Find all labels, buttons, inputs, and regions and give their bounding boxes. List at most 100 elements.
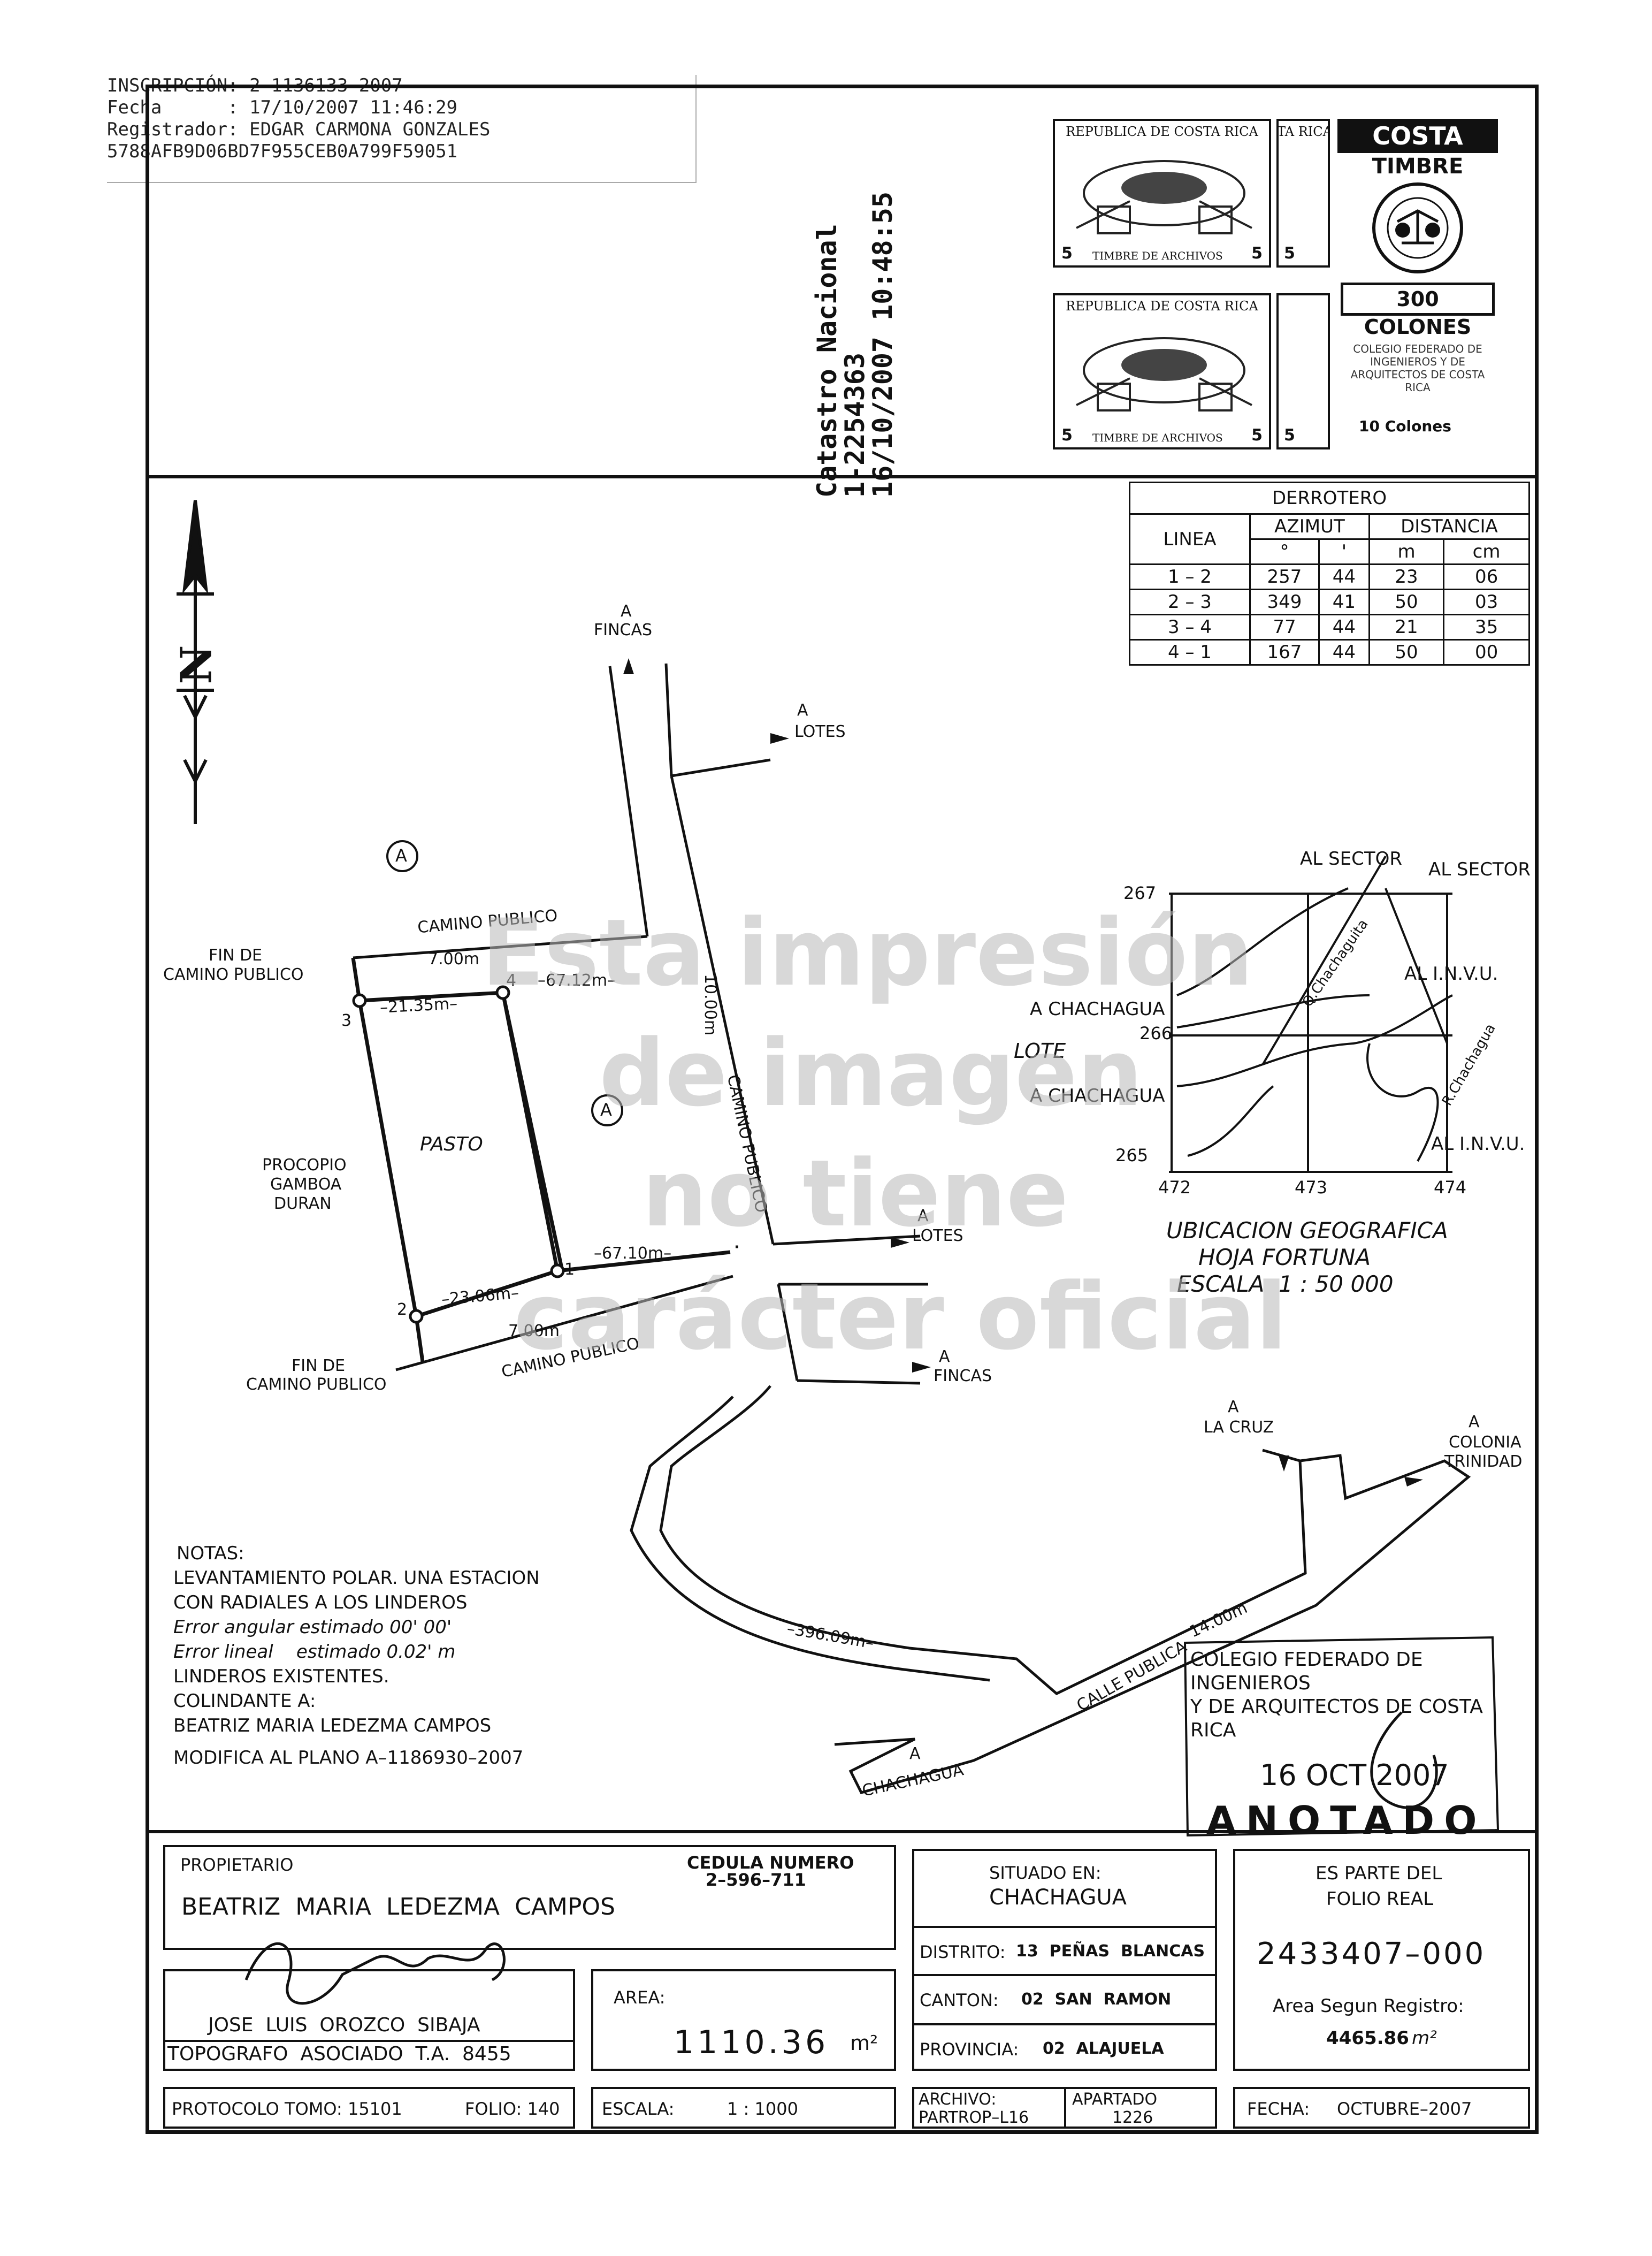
arrows-icon [623,658,1423,1487]
area-box: AREA: 1110.36 m² [591,1969,896,2071]
dist-6712: –67.12m– [538,971,616,990]
unit-min: ' [1318,538,1370,565]
derrotero-title: DERROTERO [1129,482,1530,515]
timbre-300-stamp: COSTA RICA TIMBRE 300 COLONES [1337,119,1498,339]
unit-cm: cm [1443,538,1530,565]
anotado-stamp-border [1183,1636,1500,1837]
min-cell: 44 [1318,639,1370,666]
corner-points [352,985,565,1324]
archive-building-illustration [1076,160,1252,234]
colegio-small-print: COLEGIO FEDERADO DE INGENIEROS Y DE ARQU… [1350,342,1485,394]
registry-registrador: Registrador: EDGAR CARMONA GONZALES [107,119,491,140]
stamp2-five-right: 5 [1251,426,1263,445]
watermark-line: carácter oficial [514,1263,1288,1370]
procopio-2: GAMBOA [270,1175,342,1194]
a-la-cruz-a: A [1228,1398,1239,1416]
plan-frame [146,85,1539,2134]
registro-nacional-seal [1372,182,1463,273]
header-divider [146,475,1539,478]
distrito-value: 13 PEÑAS BLANCAS [1016,1942,1205,1961]
deg-cell: 167 [1249,639,1320,666]
m-cell: 50 [1368,589,1445,615]
timbre-300-value: 300 COLONES [1341,283,1495,339]
folio-label-2: FOLIO REAL [1326,1888,1434,1910]
point-4: 4 [506,971,517,990]
road-network [353,663,1471,1794]
procopio-1: PROCOPIO [262,1156,347,1175]
propietario-name: BEATRIZ MARIA LEDEZMA CAMPOS [181,1893,615,1920]
archivo-value: PARTROP–L16 [919,2108,1029,2127]
linea-cell: 3 – 4 [1129,614,1251,641]
a-colonia-2: TRINIDAD [1444,1452,1523,1471]
protocolo-tomo: PROTOCOLO TOMO: 15101 [172,2099,402,2119]
apartado-value: 1226 [1112,2108,1153,2127]
folio-label-1: ES PARTE DEL [1316,1863,1442,1884]
unit-m: m [1368,538,1445,565]
notes-block: NOTAS: LEVANTAMIENTO POLAR. UNA ESTACION… [160,1541,540,1770]
stamp-timbre-archivos: TIMBRE DE ARCHIVOS [1092,249,1223,262]
note-item: CON RADIALES A LOS LINDEROS [173,1592,468,1613]
fecha-label: FECHA: [1247,2099,1310,2119]
deg-cell: 349 [1249,589,1320,615]
situado-label: SITUADO EN: [989,1863,1102,1883]
note-item: LINDEROS EXISTENTES. [173,1666,389,1687]
fin-camino-bottom-2: CAMINO PUBLICO [246,1375,387,1394]
situado-value: CHACHAGUA [989,1885,1127,1910]
topografo-box: JOSE LUIS OROZCO SIBAJA TOPOGRAFO ASOCIA… [163,1969,575,2071]
linea-cell: 1 – 2 [1129,563,1251,590]
escala-box: ESCALA: 1 : 1000 [591,2087,896,2129]
timbre-archivos-stamp: REPUBLICA DE COSTA RICA 5 TIMBRE DE ARCH… [1053,119,1271,268]
al-sector-2: AL SECTOR [1428,859,1531,880]
area-label: AREA: [614,1987,666,2008]
note-item: MODIFICA AL PLANO A–1186930–2007 [173,1747,524,1769]
stamp2-partial-five: 5 [1284,426,1295,445]
min-cell: 44 [1318,614,1370,641]
grid-x-473: 473 [1295,1177,1328,1198]
a-fincas-top: FINCAS [594,621,653,639]
unit-deg: ° [1249,538,1320,565]
timbre-archivos-stamp-2-partial: 5 [1276,293,1330,449]
provincia-value: 02 ALAJUELA [1043,2039,1164,2058]
fin-camino-top-2: CAMINO PUBLICO [163,965,304,984]
fin-camino-bottom-1: FIN DE [292,1356,346,1375]
a-fincas-top-a: A [621,602,632,621]
topografo-divider [165,2040,573,2042]
stamp-five-left: 5 [1061,244,1073,263]
location-map [1169,855,1453,1173]
watermark-line: de imagen [599,1019,1143,1127]
north-label: N [171,645,221,684]
ubicacion-hoja: HOJA FORTUNA [1198,1244,1371,1270]
stamp-five-right: 5 [1251,244,1263,263]
point-1: 1 [564,1260,575,1279]
deg-cell: 77 [1249,614,1320,641]
area-registro-value: 4465.86 [1326,2028,1409,2049]
stamp2-five-left: 5 [1061,426,1073,445]
cm-cell: 03 [1443,589,1530,615]
linea-cell: 4 – 1 [1129,639,1251,666]
anotado-label: ANOTADO [1206,1798,1487,1843]
ubicacion-title: UBICACION GEOGRAFICA [1166,1217,1448,1244]
stamp-republic-label: REPUBLICA DE COSTA RICA [1066,124,1258,139]
stamp2-republic-label: REPUBLICA DE COSTA RICA [1066,299,1258,314]
a-chachagua-1: A CHACHAGUA [1030,999,1165,1020]
area-value: 1110.36 [674,2024,829,2061]
apartado-label: APARTADO [1072,2090,1158,2109]
a-la-cruz: LA CRUZ [1204,1418,1274,1437]
signature-scribble [244,1942,506,2005]
protocolo-folio: FOLIO: 140 [465,2099,560,2119]
area-unit: m² [850,2031,878,2055]
lote-label: LOTE [1014,1039,1066,1063]
stamp-partial-five: 5 [1284,244,1295,263]
note-item: Error angular estimado 00' 00' [173,1617,452,1638]
escala-value: 1 : 1000 [727,2099,798,2119]
timbre-archivos-stamp-2: REPUBLICA DE COSTA RICA 5 TIMBRE DE ARCH… [1053,293,1271,449]
anotado-line1: COLEGIO FEDERADO DE INGENIEROS [1190,1649,1423,1694]
procopio-3: DURAN [274,1194,332,1213]
canton-label: CANTON: [920,1990,999,2010]
grid-y-267: 267 [1123,883,1157,903]
anotado-date: 16 OCT 2007 [1260,1758,1449,1792]
circle-a-2: A [600,1100,612,1120]
situado-divider-2 [914,1974,1215,1976]
titleblock-divider [146,1830,1539,1833]
propietario-label: PROPIETARIO [180,1855,294,1875]
